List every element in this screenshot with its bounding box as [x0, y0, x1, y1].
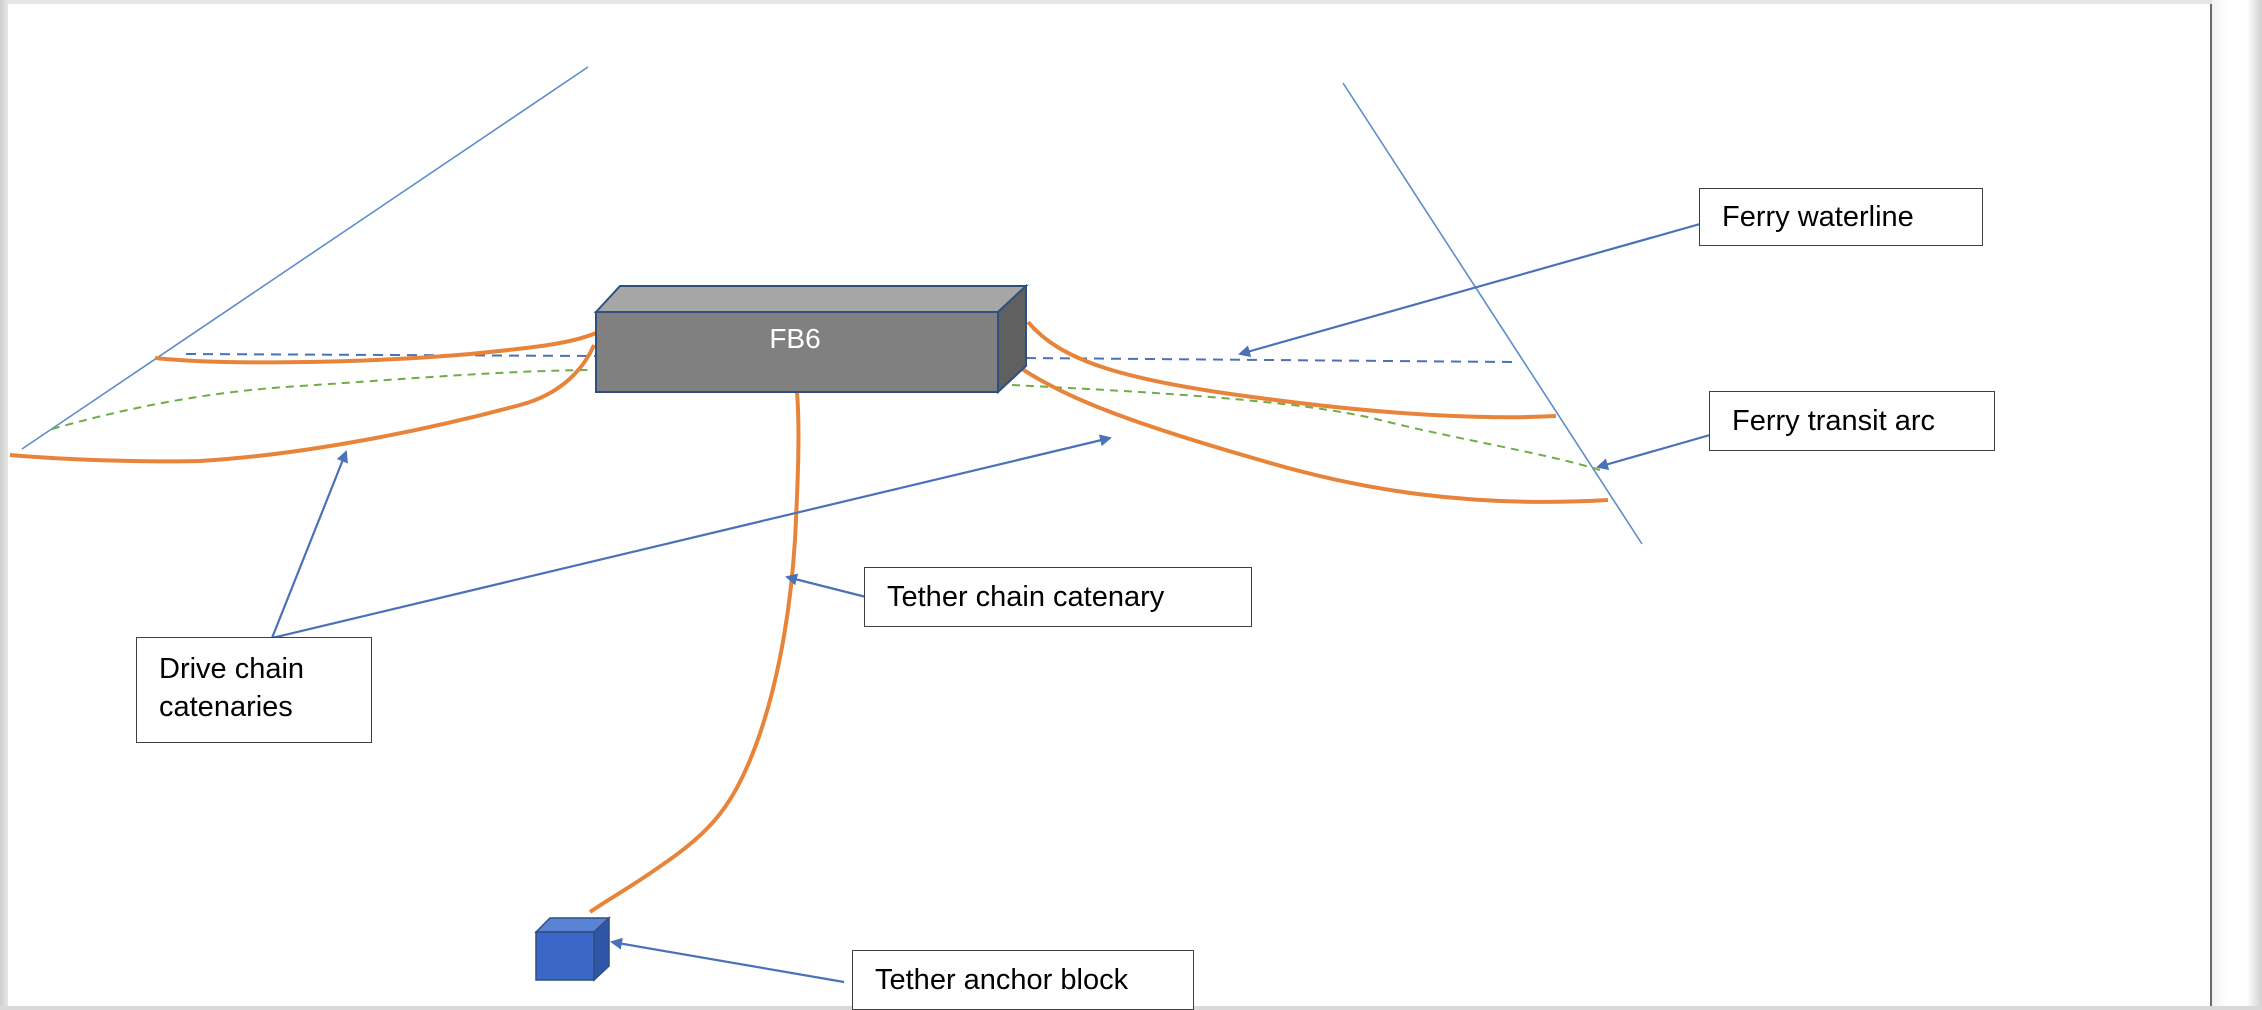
arrow-drive-chain-left — [270, 450, 348, 639]
box-top-face — [593, 285, 1029, 313]
right-gutter — [2212, 0, 2262, 1006]
box-front-face — [595, 311, 999, 393]
ferry-transit-arc-right — [1011, 384, 1601, 471]
drive-chain-left-lower — [9, 344, 596, 464]
ferry-waterline-right — [1025, 357, 1513, 363]
ferry-waterline-left — [185, 353, 597, 357]
anchor-front-face — [535, 931, 595, 981]
tether-chain — [588, 391, 801, 914]
right-boundary-line — [1342, 82, 1643, 545]
drive-chain-left-upper — [154, 331, 597, 365]
arrow-tether-chain-catenary — [785, 573, 867, 599]
arrow-drive-chain-right — [271, 434, 1112, 640]
callout-ferry-transit-arc: Ferry transit arc — [1709, 391, 1995, 451]
arrow-tether-anchor-block — [610, 937, 845, 984]
ferry-transit-arc-left — [51, 369, 591, 430]
left-boundary-line — [21, 66, 589, 450]
drive-chain-right-upper — [1026, 320, 1557, 420]
callout-drive-chain-catenaries: Drive chain catenaries — [136, 637, 372, 743]
document-page — [8, 4, 2212, 1006]
fb6-label: FB6 — [769, 323, 821, 354]
arrow-ferry-transit-arc — [1596, 433, 1711, 471]
callout-tether-anchor-block: Tether anchor block — [852, 950, 1194, 1010]
callout-ferry-waterline: Ferry waterline — [1699, 188, 1983, 246]
callout-tether-chain-catenary: Tether chain catenary — [864, 567, 1252, 627]
arrow-ferry-waterline — [1238, 222, 1701, 358]
drive-chain-right-lower — [990, 344, 1609, 504]
